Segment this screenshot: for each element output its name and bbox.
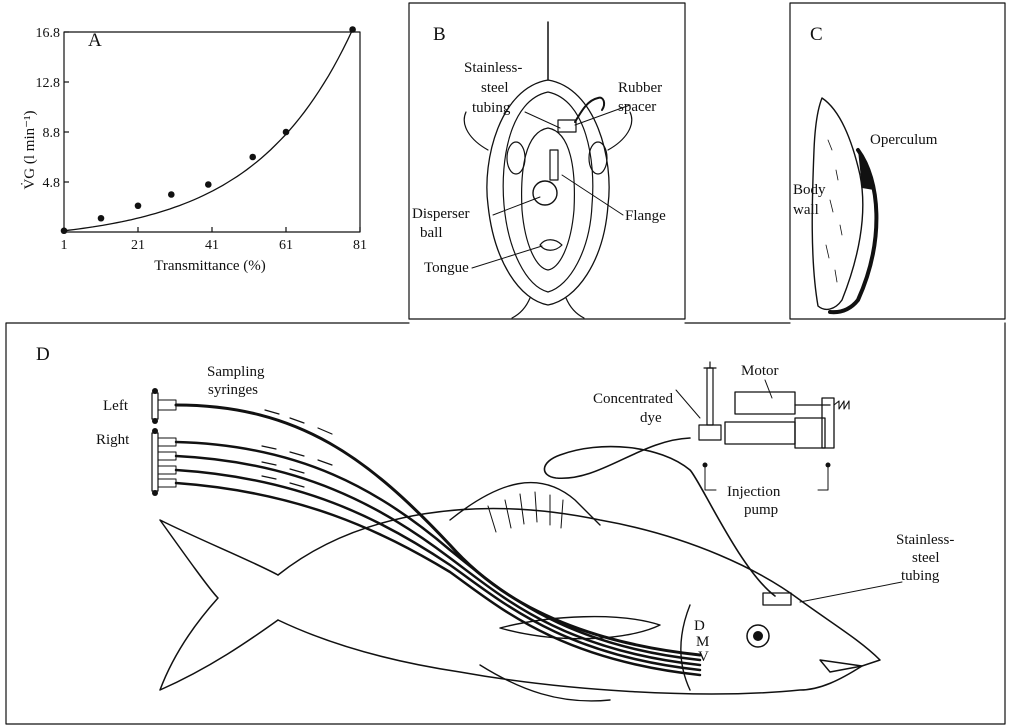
x-tick-label: 1 <box>61 238 68 253</box>
x-tick-label: 41 <box>205 238 219 253</box>
label-rubber: Rubber <box>618 80 662 96</box>
label-ball: ball <box>420 225 443 241</box>
panel-a: A V̇G (l min⁻¹) Transmittance (%) 1 21 41 6… <box>21 26 367 274</box>
label-stainless: Stainless- <box>464 60 522 76</box>
data-point <box>205 181 212 188</box>
data-point <box>249 154 256 161</box>
sampling-syringes <box>152 388 176 496</box>
data-point <box>168 191 175 198</box>
panel-c-frame <box>790 3 1005 319</box>
y-tick-label: 16.8 <box>36 26 61 41</box>
label-dmv-v: V <box>698 649 709 665</box>
label-dmv-m: M <box>696 634 709 650</box>
data-point <box>283 129 290 136</box>
label-right: Right <box>96 432 130 448</box>
data-point <box>135 202 142 209</box>
y-tick-label: 12.8 <box>36 76 61 91</box>
data-point <box>349 26 356 33</box>
panel-c-label: C <box>810 24 823 45</box>
leader-stainless-d <box>800 582 902 602</box>
y-tick-label: 8.8 <box>43 126 61 141</box>
label-disperser: Disperser <box>412 206 469 222</box>
x-tick-label: 21 <box>131 238 145 253</box>
panel-d-label: D <box>36 344 50 365</box>
x-tick-label: 61 <box>279 238 293 253</box>
data-point <box>61 227 68 234</box>
label-spacer: spacer <box>618 99 656 115</box>
label-dye: dye <box>640 410 662 426</box>
label-steel: steel <box>481 80 509 96</box>
chart-a-marks: 1 21 41 61 81 4.8 8.8 12.8 16.8 <box>36 26 368 253</box>
plot-frame <box>64 32 360 232</box>
panel-b: B Stainless- steel tubing Rubber spac <box>412 22 666 318</box>
label-steel-d: steel <box>912 550 940 566</box>
label-flange: Flange <box>625 208 666 224</box>
label-operculum: Operculum <box>870 132 938 148</box>
panel-d-frame <box>6 323 1005 724</box>
x-tick-label: 81 <box>353 238 367 253</box>
panel-a-label: A <box>88 30 102 51</box>
y-axis-label: V̇G (l min⁻¹) <box>21 110 38 189</box>
label-wall: wall <box>793 202 819 218</box>
panel-b-label: B <box>433 24 446 45</box>
label-tongue: Tongue <box>424 260 469 276</box>
panel-d: D <box>36 344 954 701</box>
label-dmv-d: D <box>694 618 705 634</box>
label-left: Left <box>103 398 129 414</box>
label-injection: Injection <box>727 484 781 500</box>
label-body: Body <box>793 182 826 198</box>
label-motor: Motor <box>741 363 779 379</box>
panel-c: C Operculum Body wall <box>793 24 938 312</box>
label-tubing-d: tubing <box>901 568 940 584</box>
label-syringes: syringes <box>208 382 258 398</box>
label-concentrated: Concentrated <box>593 391 673 407</box>
operculum-drawing <box>812 98 876 312</box>
sampling-catheters <box>176 405 700 675</box>
y-tick-label: 4.8 <box>43 176 61 191</box>
label-pump: pump <box>744 502 778 518</box>
label-sampling: Sampling <box>207 364 265 380</box>
data-point <box>98 215 105 222</box>
injection-apparatus <box>544 362 849 596</box>
fit-curve <box>64 30 353 231</box>
label-stainless-d: Stainless- <box>896 532 954 548</box>
x-axis-label: Transmittance (%) <box>154 258 266 274</box>
label-tubing: tubing <box>472 100 511 116</box>
